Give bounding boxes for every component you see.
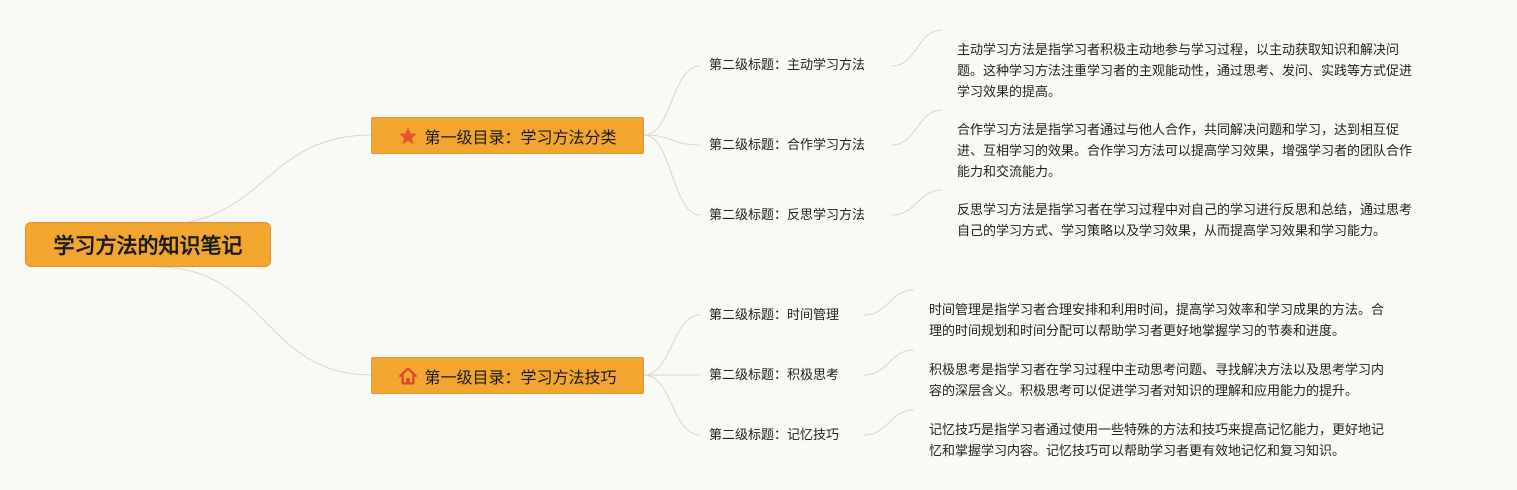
note-active-learning[interactable]: 主动学习方法是指学习者积极主动地参与学习过程，以主动获取知识和解决问 题。这种学…	[957, 40, 1412, 103]
note-line: 主动学习方法是指学习者积极主动地参与学习过程，以主动获取知识和解决问	[957, 43, 1400, 58]
connector-branch-subtopic	[643, 134, 701, 216]
connector-root-branch	[157, 134, 372, 226]
note-cooperative-learning[interactable]: 合作学习方法是指学习者通过与他人合作，共同解决问题和学习，达到相互促 进、互相学…	[957, 120, 1412, 183]
note-positive-thinking[interactable]: 积极思考是指学习者在学习过程中主动思考问题、寻找解决方法以及思考学习内 容的深层…	[929, 360, 1384, 402]
connector-subtopic-note	[891, 189, 943, 216]
note-line: 理的时间规划和时间分配可以帮助学习者更好地掌握学习的节奏和进度。	[929, 324, 1346, 339]
branch-topic-label: 第一级目录：学习方法技巧	[424, 367, 617, 387]
subtopic-positive-thinking[interactable]: 第二级标题：积极思考	[709, 368, 840, 383]
house-icon	[398, 366, 418, 386]
star-icon	[398, 126, 418, 146]
note-line: 能力和交流能力。	[957, 165, 1062, 180]
root-topic-label: 学习方法的知识笔记	[53, 233, 243, 258]
note-line: 忆和掌握学习内容。记忆技巧可以帮助学习者更有效地记忆和复习知识。	[929, 444, 1346, 459]
branch-topic-label: 第一级目录：学习方法分类	[424, 127, 617, 147]
subtopic-memory-techniques[interactable]: 第二级标题：记忆技巧	[709, 428, 840, 443]
connector-branch-subtopic	[643, 134, 701, 146]
connector-subtopic-note	[863, 289, 915, 316]
note-reflective-learning[interactable]: 反思学习方法是指学习者在学习过程中对自己的学习进行反思和总结，通过思考 自己的学…	[957, 200, 1412, 242]
connector-subtopic-note	[891, 109, 943, 146]
note-line: 进、互相学习的效果。合作学习方法可以提高学习效果，增强学习者的团队合作	[957, 144, 1413, 159]
note-line: 记忆技巧是指学习者通过使用一些特殊的方法和技巧来提高记忆能力，更好地记	[929, 423, 1385, 438]
connector-subtopic-note	[891, 29, 943, 67]
note-line: 题。这种学习方法注重学习者的主观能动性，通过思考、发问、实践等方式促进	[957, 64, 1413, 79]
subtopic-active-learning[interactable]: 第二级标题：主动学习方法	[709, 58, 866, 73]
branch-topic-learning-method-skills[interactable]: 第一级目录：学习方法技巧	[371, 357, 644, 394]
note-time-management[interactable]: 时间管理是指学习者合理安排和利用时间，提高学习效率和学习成果的方法。合 理的时间…	[929, 300, 1384, 342]
note-line: 时间管理是指学习者合理安排和利用时间，提高学习效率和学习成果的方法。合	[929, 303, 1385, 318]
connector-root-branch	[157, 266, 372, 376]
note-line: 自己的学习方式、学习策略以及学习效果，从而提高学习效果和学习能力。	[957, 224, 1387, 239]
root-topic[interactable]: 学习方法的知识笔记	[25, 222, 271, 267]
note-line: 反思学习方法是指学习者在学习过程中对自己的学习进行反思和总结，通过思考	[957, 203, 1413, 218]
connector-branch-subtopic	[643, 374, 701, 436]
branch-topic-learning-method-categories[interactable]: 第一级目录：学习方法分类	[371, 117, 644, 154]
note-line: 合作学习方法是指学习者通过与他人合作，共同解决问题和学习，达到相互促	[957, 123, 1400, 138]
note-memory-techniques[interactable]: 记忆技巧是指学习者通过使用一些特殊的方法和技巧来提高记忆能力，更好地记 忆和掌握…	[929, 420, 1384, 462]
subtopic-cooperative-learning[interactable]: 第二级标题：合作学习方法	[709, 138, 866, 153]
connector-branch-subtopic	[643, 314, 701, 376]
note-line: 积极思考是指学习者在学习过程中主动思考问题、寻找解决方法以及思考学习内	[929, 363, 1385, 378]
connector-subtopic-note	[863, 409, 915, 436]
subtopic-reflective-learning[interactable]: 第二级标题：反思学习方法	[709, 208, 866, 223]
connector-branch-subtopic	[643, 65, 701, 136]
note-line: 学习效果的提高。	[957, 85, 1062, 100]
note-line: 容的深层含义。积极思考可以促进学习者对知识的理解和应用能力的提升。	[929, 384, 1359, 399]
subtopic-time-management[interactable]: 第二级标题：时间管理	[709, 308, 840, 323]
connector-subtopic-note	[863, 349, 915, 376]
